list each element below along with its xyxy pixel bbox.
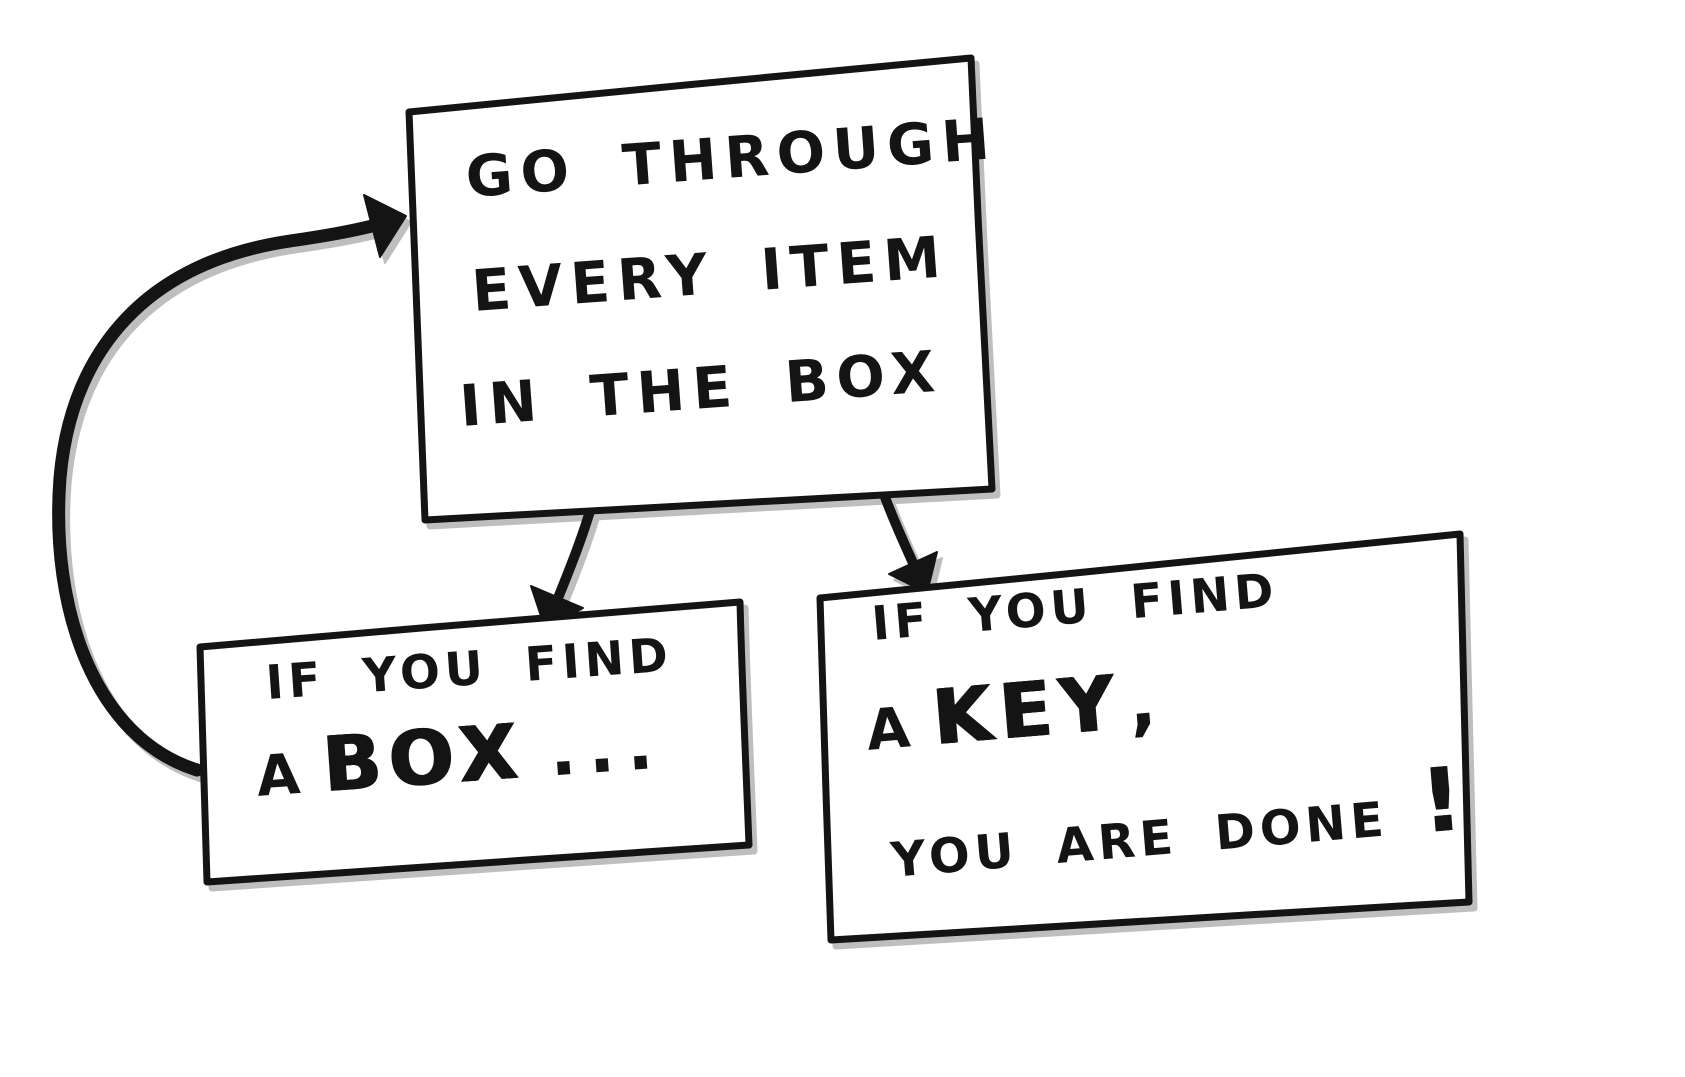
arrow-to-find-key-line [880,492,918,568]
find-box-line2-ellipsis: ... [546,702,668,793]
loop-arrow-line [52,219,379,777]
main-node-box [405,54,996,524]
find-box-line2-word-a: A [254,742,303,810]
find-key-node-box [816,530,1473,944]
find-key-line2-word-key: KEY [929,657,1126,763]
arrow-to-find-key-head-icon [888,551,938,594]
loop-arrow-head-icon [363,194,407,258]
find-box-line2-word-box: BOX [320,706,529,810]
find-key-line3-exclamation: ! [1416,746,1471,854]
find-box-node-box [196,598,753,886]
find-key-line2-word-a: A [863,695,913,764]
